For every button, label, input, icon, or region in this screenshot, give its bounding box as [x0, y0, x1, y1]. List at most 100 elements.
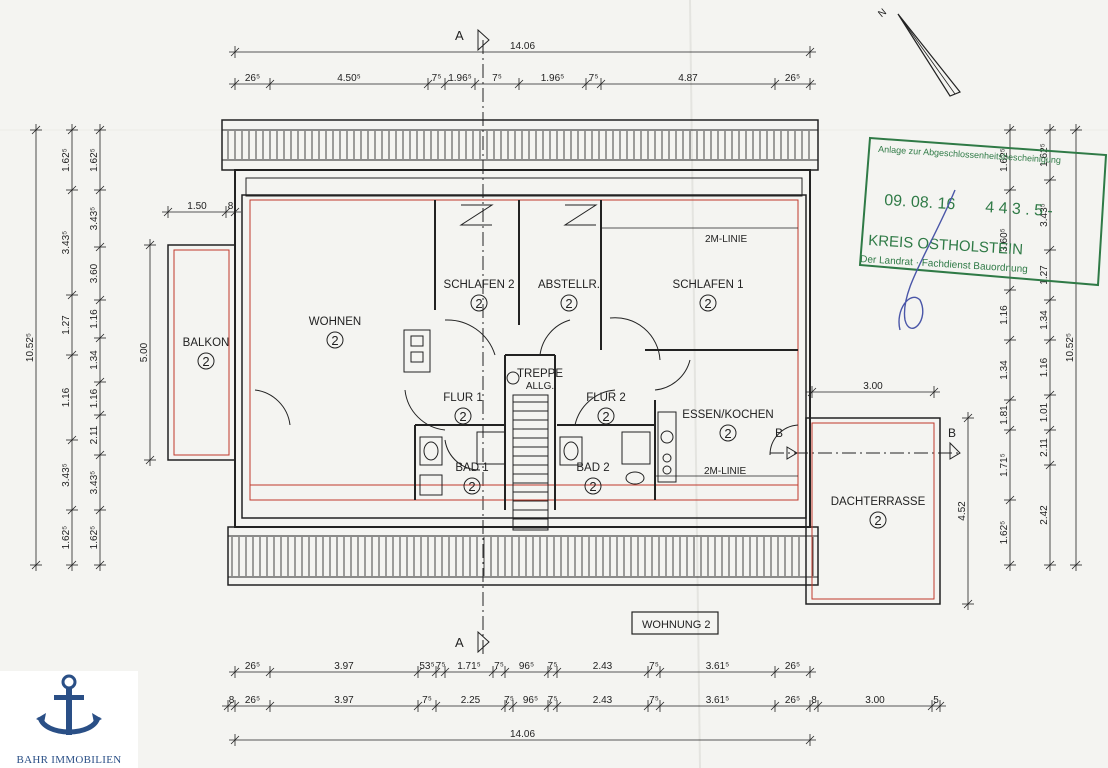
door-swings	[254, 317, 799, 471]
room-label-bad2: BAD 2	[576, 462, 609, 474]
room-number-circle-wohnen	[326, 331, 344, 349]
dim-right-terrace-0: 4.52	[957, 501, 968, 521]
dim-bottom-a-4: 1.71⁵	[457, 661, 481, 672]
room-number-circle-bad1	[463, 477, 481, 495]
dim-right-a-2: 1.27	[1039, 265, 1050, 285]
two-m-line-upper: 2M-LINIE	[705, 234, 748, 245]
room-label-schlafen2: SCHLAFEN 2	[444, 279, 515, 291]
dim-right-b-2: 1.16	[999, 305, 1010, 325]
room-label-dachterrasse: DACHTERRASSE	[831, 496, 926, 508]
dim-bottom-b-1: 26⁵	[245, 695, 260, 706]
room-label-flur2: FLUR 2	[586, 392, 626, 404]
dim-left-a-0: 1.62⁵	[61, 148, 72, 172]
dim-left-b-2: 3.60	[89, 263, 100, 283]
dachterrasse-outline	[805, 417, 941, 605]
stamp-number: 4 4 3 . 5 -	[985, 199, 1054, 220]
room-label-wohnen: WOHNEN	[309, 316, 361, 328]
dim-bottom-b-2: 3.97	[334, 695, 354, 706]
room-number-circle-balkon	[197, 352, 215, 370]
dim-bottom-b-5: 7⁵	[504, 695, 514, 706]
room-number-bad2: 2	[589, 479, 596, 494]
two-m-line-lower: 2M-LINIE	[704, 466, 747, 477]
dim-right-b-6: 1.62⁵	[999, 521, 1010, 545]
north-label: N	[876, 7, 889, 20]
room-number-bad1: 2	[468, 479, 475, 494]
room-number-circle-schlafen2	[470, 294, 488, 312]
dim-bottom-total-0: 14.06	[510, 729, 535, 740]
dim-right-b-3: 1.34	[999, 360, 1010, 380]
dim-left-b-3: 1.16	[89, 309, 100, 329]
dim-bottom-a-1: 3.97	[334, 661, 354, 672]
section-line-a: A A	[455, 28, 490, 655]
dim-bottom-b-3: 7⁵	[422, 695, 432, 706]
dim-bottom-b-7: 7⁵	[548, 695, 558, 706]
roof-bottom	[227, 526, 819, 586]
dim-top-6: 7⁵	[589, 73, 599, 84]
room-number-circle-dachterrasse	[869, 511, 887, 529]
dim-bottom-b-10: 3.61⁵	[706, 695, 730, 706]
room-label-treppe: TREPPE	[517, 368, 563, 380]
room-label-essen: ESSEN/KOCHEN	[682, 409, 773, 421]
dim-bottom-a-7: 7⁵	[548, 661, 558, 672]
dim-top-5: 1.96⁵	[541, 73, 565, 84]
dim-right-a-7: 2.42	[1039, 505, 1050, 525]
stamp-date: 09. 08. 16	[884, 192, 956, 213]
dim-bottom-a-0: 26⁵	[245, 661, 260, 672]
dim-bottom-b-14: 5	[933, 695, 939, 706]
balkon-outline	[167, 244, 236, 461]
room-number-circle-flur1	[454, 407, 472, 425]
dim-bottom-b-6: 96⁵	[523, 695, 538, 706]
dim-bottom-a-3: 7⁵	[436, 661, 446, 672]
dim-bottom-b-13: 3.00	[865, 695, 885, 706]
stair	[506, 371, 549, 531]
room-number-circle-essen	[719, 424, 737, 442]
dim-left-a-3: 1.16	[61, 387, 72, 407]
room-number-flur2: 2	[602, 409, 609, 424]
dim-top-4: 7⁵	[492, 73, 502, 84]
dim-right-a-1: 3.43⁵	[1039, 203, 1050, 227]
room-number-abstellr: 2	[565, 296, 572, 311]
room-number-circle-abstellr	[560, 294, 578, 312]
dim-top-0: 26⁵	[245, 73, 260, 84]
dim-left-a-5: 1.62⁵	[61, 526, 72, 550]
room-number-circle-schlafen1	[699, 294, 717, 312]
dim-bottom-b-9: 7⁵	[649, 695, 659, 706]
room-number-essen: 2	[724, 426, 731, 441]
room-label-flur1: FLUR 1	[443, 392, 483, 404]
dim-bottom-b-0: 8	[229, 695, 235, 706]
section-b-right: B	[948, 426, 956, 440]
approval-stamp: Anlage zur Abgeschlossenheitsbescheinigu…	[858, 136, 1108, 331]
dim-right-b-4: 1.81	[999, 405, 1010, 425]
room-label-abstellr: ABSTELLR.	[538, 279, 600, 291]
room-number-schlafen1: 2	[704, 296, 711, 311]
dim-left-outer-0: 10.52⁵	[25, 333, 36, 362]
plan-title: WOHNUNG 2	[642, 619, 710, 631]
room-number-circle-flur2	[597, 407, 615, 425]
room-number-flur1: 2	[459, 409, 466, 424]
dim-bottom-a-8: 2.43	[593, 661, 613, 672]
dimension-lines	[30, 46, 1082, 746]
dim-bottom-a-2: 53⁵	[419, 661, 434, 672]
dim-bottom-b-8: 2.43	[593, 695, 613, 706]
dim-left-balkon-0: 5.00	[139, 342, 150, 362]
dim-top-7: 4.87	[678, 73, 698, 84]
anchor-icon	[36, 674, 102, 735]
dim-right-a-0: 1.62⁵	[1039, 143, 1050, 167]
dim-right-a-3: 1.34	[1039, 310, 1050, 330]
dim-left-b-8: 1.62⁵	[89, 526, 100, 550]
room-label-schlafen1: SCHLAFEN 1	[673, 279, 744, 291]
room-number-dachterrasse: 2	[874, 513, 881, 528]
dim-bottom-a-6: 96⁵	[519, 661, 534, 672]
dim-left-a-1: 3.43⁵	[61, 231, 72, 255]
dim-top-3: 1.96⁵	[448, 73, 472, 84]
dim-left-b-4: 1.34	[89, 350, 100, 370]
dim-left-b-1: 3.43⁵	[89, 207, 100, 231]
company-logo: BAHR IMMOBILIEN	[0, 671, 138, 768]
section-a-top: A	[455, 28, 464, 43]
dim-right-outer-0: 10.52⁵	[1065, 333, 1076, 362]
dim-bottom-a-5: 7⁵	[494, 661, 504, 672]
dim-terrace-w-0: 3.00	[863, 381, 883, 392]
